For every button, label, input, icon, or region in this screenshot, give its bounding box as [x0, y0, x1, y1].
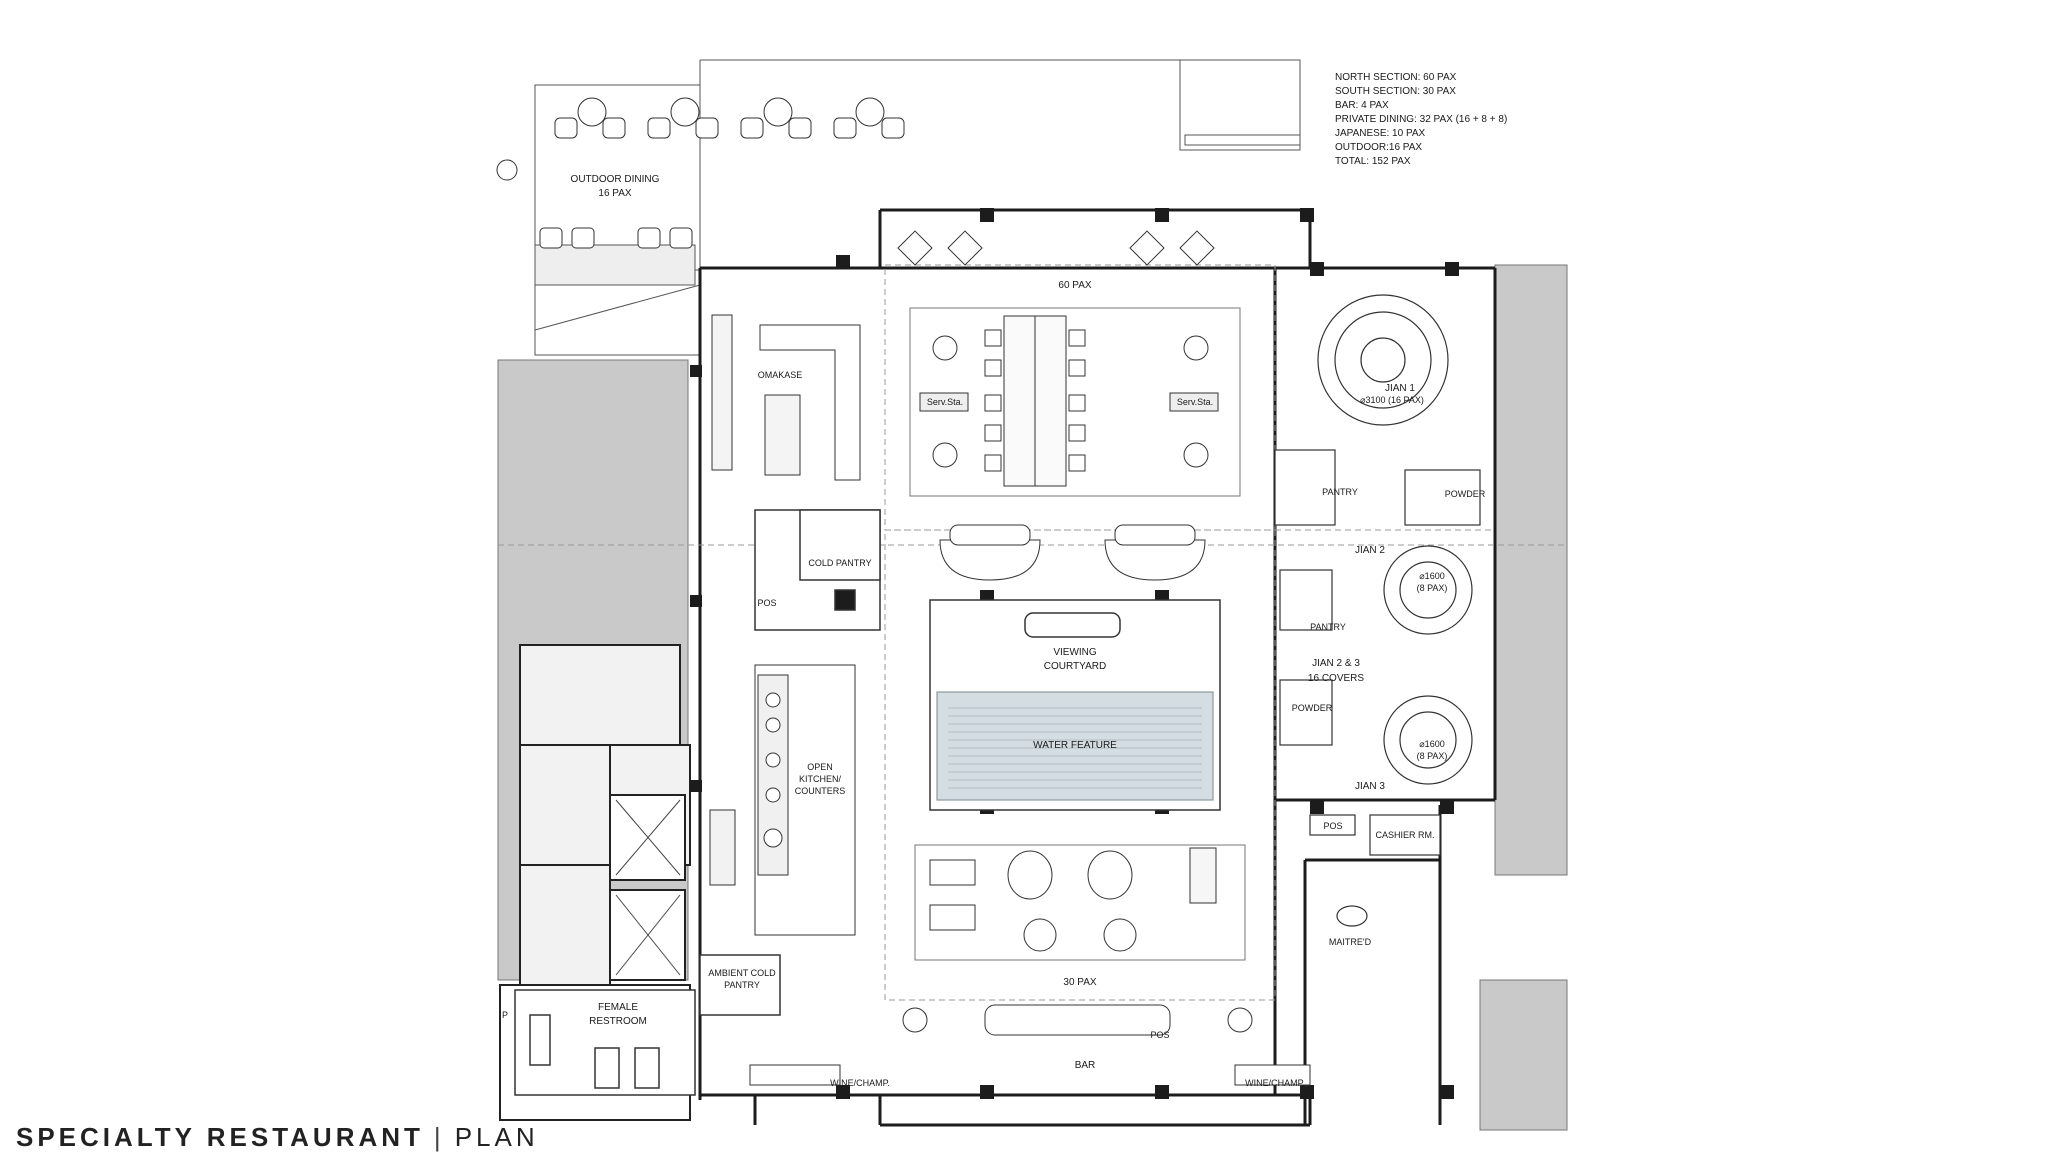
label-open-kitchen-3: COUNTERS: [795, 786, 846, 796]
note-private: PRIVATE DINING: 32 PAX (16 + 8 + 8): [1335, 114, 1507, 125]
label-viewing-1: VIEWING: [1053, 647, 1097, 658]
label-ambient-1: AMBIENT COLD: [708, 968, 776, 978]
label-ambient-2: PANTRY: [724, 980, 760, 990]
label-pos-cashier: POS: [1323, 821, 1342, 831]
label-serv-sta-left: Serv.Sta.: [927, 397, 963, 407]
label-bar: BAR: [1075, 1060, 1096, 1071]
cold-pantry: [754, 509, 881, 631]
label-pantry-1: PANTRY: [1322, 487, 1358, 497]
outdoor-seating: [496, 97, 905, 249]
south-dining: [902, 844, 1253, 1036]
label-open-kitchen-2: KITCHEN/: [799, 774, 842, 784]
label-female-2: RESTROOM: [589, 1016, 647, 1027]
label-jian1-1: JIAN 1: [1385, 383, 1415, 394]
note-outdoor: OUTDOOR:16 PAX: [1335, 142, 1422, 153]
label-powder-2: POWDER: [1292, 703, 1333, 713]
label-south-pax: 30 PAX: [1063, 977, 1096, 988]
plan-caption: SPECIALTY RESTAURANT | PLAN: [16, 1122, 539, 1153]
label-jian23-2: 16 COVERS: [1308, 673, 1364, 684]
label-viewing-2: COURTYARD: [1044, 661, 1106, 672]
label-jian3: JIAN 3: [1355, 781, 1385, 792]
label-wine-left: WINE/CHAMP.: [830, 1078, 890, 1088]
label-female-1: FEMALE: [598, 1002, 638, 1013]
label-north-pax: 60 PAX: [1058, 280, 1091, 291]
label-powder-1: POWDER: [1445, 489, 1486, 499]
wine-displays: [749, 1064, 1311, 1086]
label-jian2-table-1: ⌀1600: [1419, 571, 1444, 581]
elevators: [615, 799, 681, 976]
label-serv-sta-right: Serv.Sta.: [1177, 397, 1213, 407]
caption-separator: |: [433, 1122, 445, 1152]
note-north: NORTH SECTION: 60 PAX: [1335, 72, 1457, 83]
label-pos-bar: POS: [1150, 1030, 1169, 1040]
booths: [939, 524, 1206, 581]
label-water-feature: WATER FEATURE: [1033, 740, 1117, 751]
ambient-pantry: [699, 954, 781, 1016]
caption-title: SPECIALTY RESTAURANT: [16, 1122, 424, 1152]
note-bar: BAR: 4 PAX: [1335, 100, 1389, 111]
label-cold-pantry: COLD PANTRY: [808, 558, 871, 568]
label-cashier: CASHIER RM.: [1375, 830, 1434, 840]
open-kitchen: [709, 664, 856, 936]
label-p-cut: P: [502, 1010, 508, 1020]
note-south: SOUTH SECTION: 30 PAX: [1335, 86, 1456, 97]
label-pos-left: POS: [757, 598, 776, 608]
caption-subtitle: PLAN: [454, 1122, 539, 1152]
label-jian1-2: ⌀3100 (16 PAX): [1360, 395, 1424, 405]
label-maitred: MAITRE'D: [1329, 937, 1372, 947]
label-open-kitchen-1: OPEN: [807, 762, 833, 772]
label-jian3-table-1: ⌀1600: [1419, 739, 1444, 749]
label-outdoor-pax: 16 PAX: [598, 188, 631, 199]
note-japanese: JAPANESE: 10 PAX: [1335, 128, 1426, 139]
label-jian2: JIAN 2: [1355, 545, 1385, 556]
label-omakase: OMAKASE: [758, 370, 803, 380]
note-total: TOTAL: 152 PAX: [1335, 156, 1411, 167]
capacity-notes: NORTH SECTION: 60 PAX SOUTH SECTION: 30 …: [1335, 72, 1507, 167]
north-dining: [909, 307, 1241, 497]
room-labels: OUTDOOR DINING 16 PAX 60 PAX OMAKASE Ser…: [502, 174, 1486, 1088]
window-tables: [897, 230, 1215, 266]
label-jian2-table-2: (8 PAX): [1417, 583, 1448, 593]
outdoor-terrace: [534, 59, 1301, 356]
label-pantry-2: PANTRY: [1310, 622, 1346, 632]
omakase-counter: [711, 314, 861, 481]
restroom: [514, 989, 696, 1096]
label-jian3-table-2: (8 PAX): [1417, 751, 1448, 761]
label-jian23-1: JIAN 2 & 3: [1312, 658, 1360, 669]
label-wine-right: WINE/CHAMP.: [1245, 1078, 1305, 1088]
label-outdoor-dining: OUTDOOR DINING: [571, 174, 660, 185]
private-dining: [1274, 294, 1481, 927]
